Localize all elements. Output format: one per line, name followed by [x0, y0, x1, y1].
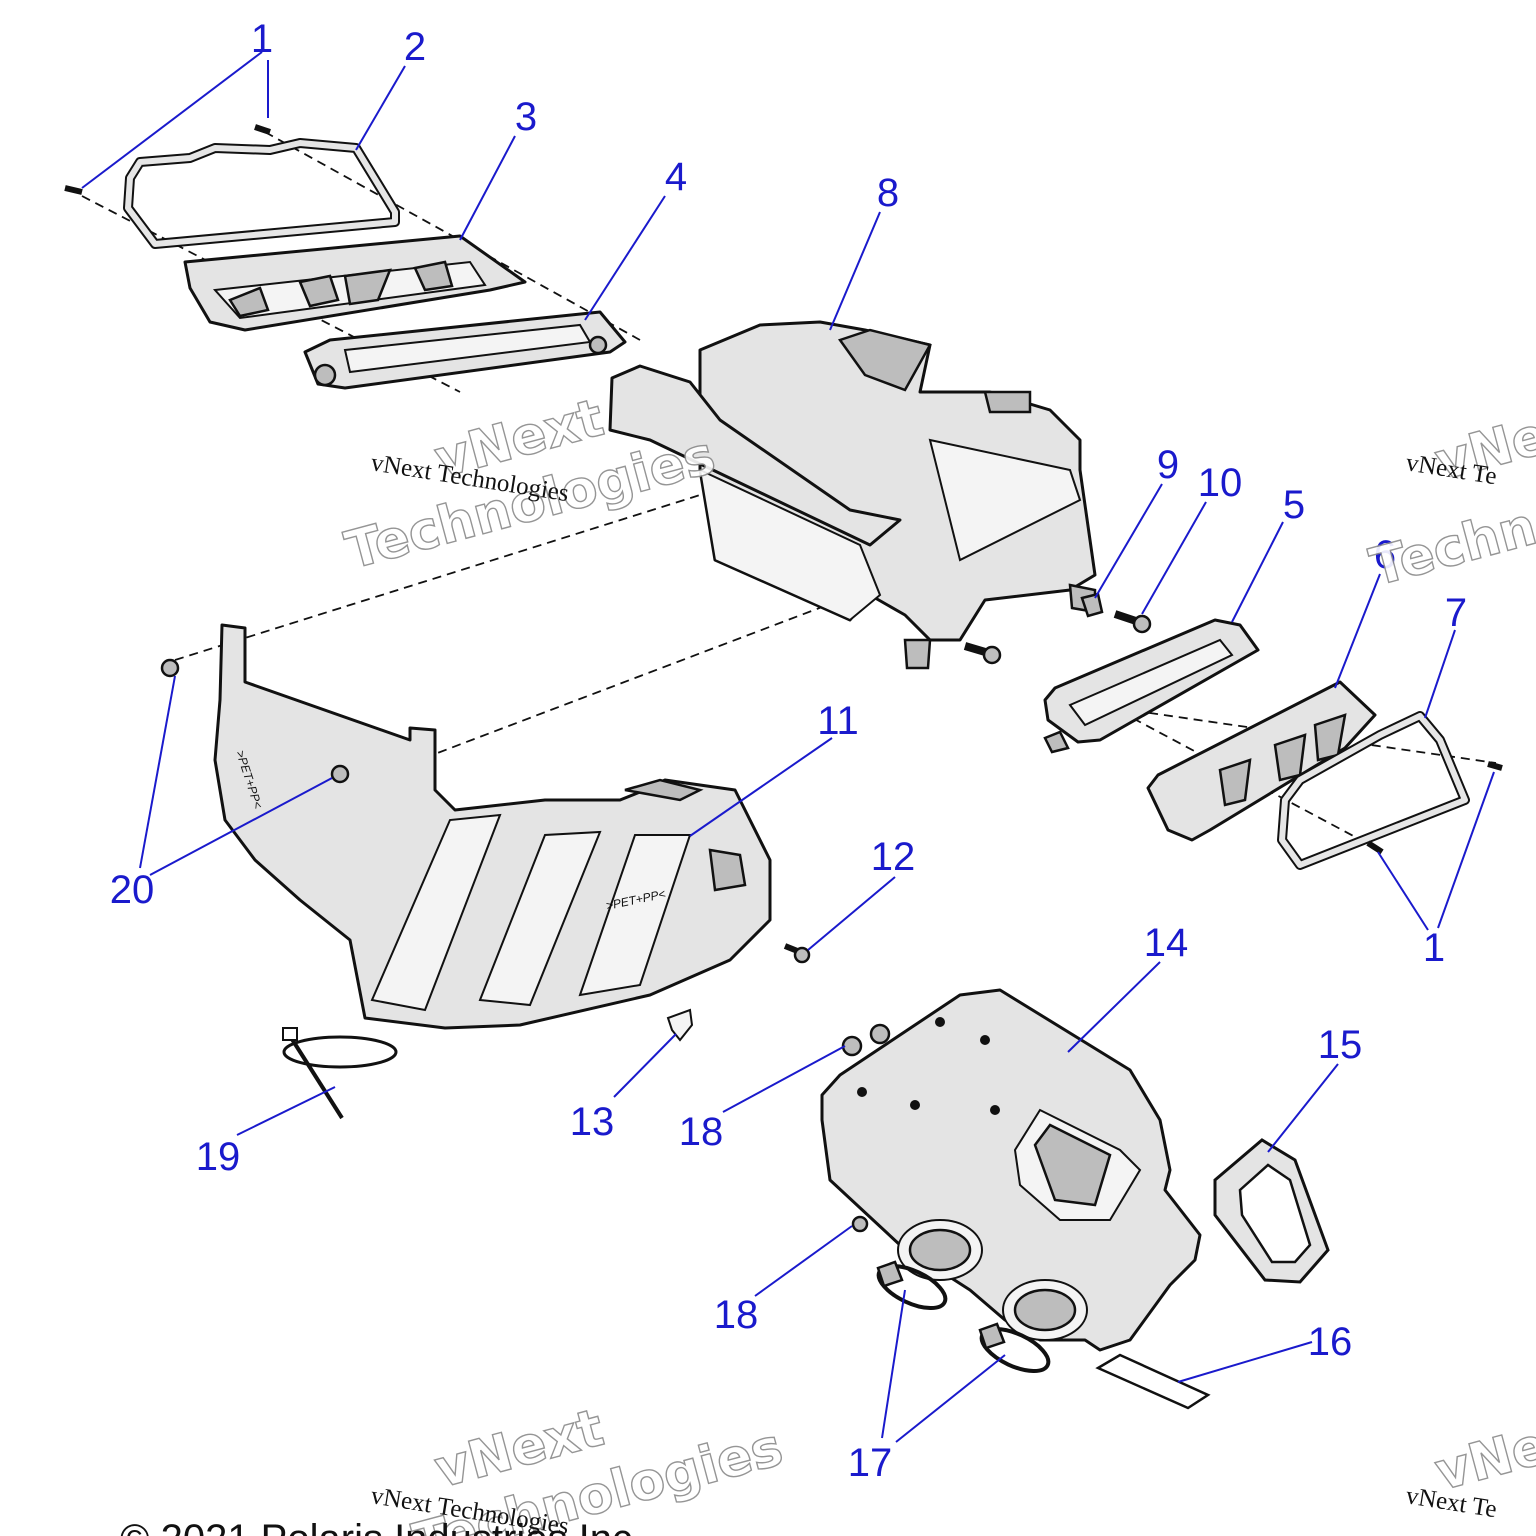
part-12-screw	[783, 943, 811, 964]
callout-6: 6	[1374, 533, 1396, 577]
leader-lines	[81, 51, 1495, 1443]
callout-13: 13	[570, 1100, 615, 1144]
callout-11: 11	[817, 699, 859, 743]
copyright-notice: © 2021 Polaris Industries Inc.	[120, 1517, 643, 1536]
part-13-grommet	[666, 1008, 694, 1042]
callout-12: 12	[871, 835, 916, 879]
part-19-cable-tie	[282, 1027, 398, 1120]
callout-16: 16	[1308, 1320, 1353, 1364]
part-14-air-box	[820, 988, 1202, 1352]
callout-17: 17	[848, 1441, 893, 1485]
part-8-intake-housing	[608, 320, 1097, 670]
callout-19: 19	[196, 1135, 241, 1179]
part-2-gasket	[123, 138, 400, 249]
callout-1-right: 1	[1423, 926, 1445, 970]
callout-15: 15	[1318, 1023, 1363, 1067]
callout-4: 4	[665, 155, 687, 199]
part-3-grille	[183, 234, 527, 332]
callout-2: 2	[404, 25, 426, 69]
part-4-frame	[303, 310, 627, 390]
part-7-gasket	[1277, 711, 1470, 870]
watermark-word2-right: Techno	[1364, 487, 1536, 598]
callout-5: 5	[1283, 483, 1305, 527]
part-5-frame	[1043, 618, 1260, 754]
callout-1-top: 1	[251, 17, 273, 61]
part-15-seal	[1213, 1138, 1330, 1284]
callout-8: 8	[877, 171, 899, 215]
callout-9: 9	[1157, 443, 1179, 487]
part-9-clip	[1080, 592, 1104, 618]
callout-3: 3	[515, 95, 537, 139]
part-11-air-duct	[213, 623, 772, 1030]
callout-7: 7	[1445, 591, 1467, 635]
callout-18-top: 18	[679, 1110, 724, 1154]
part-16-label	[1095, 1353, 1211, 1410]
callout-10: 10	[1198, 461, 1243, 505]
callout-14: 14	[1144, 921, 1189, 965]
part-10-screw	[963, 610, 1152, 665]
part-1-screws	[64, 124, 1503, 855]
callouts: 1 2 3 4 8 9 10 5 6 7 1 11 12 20 14 15 13…	[110, 17, 1467, 1485]
callout-18-bottom: 18	[714, 1293, 759, 1337]
part-20-rivets	[160, 658, 350, 784]
callout-20: 20	[110, 868, 155, 912]
part-17-clamps	[876, 1260, 1051, 1374]
